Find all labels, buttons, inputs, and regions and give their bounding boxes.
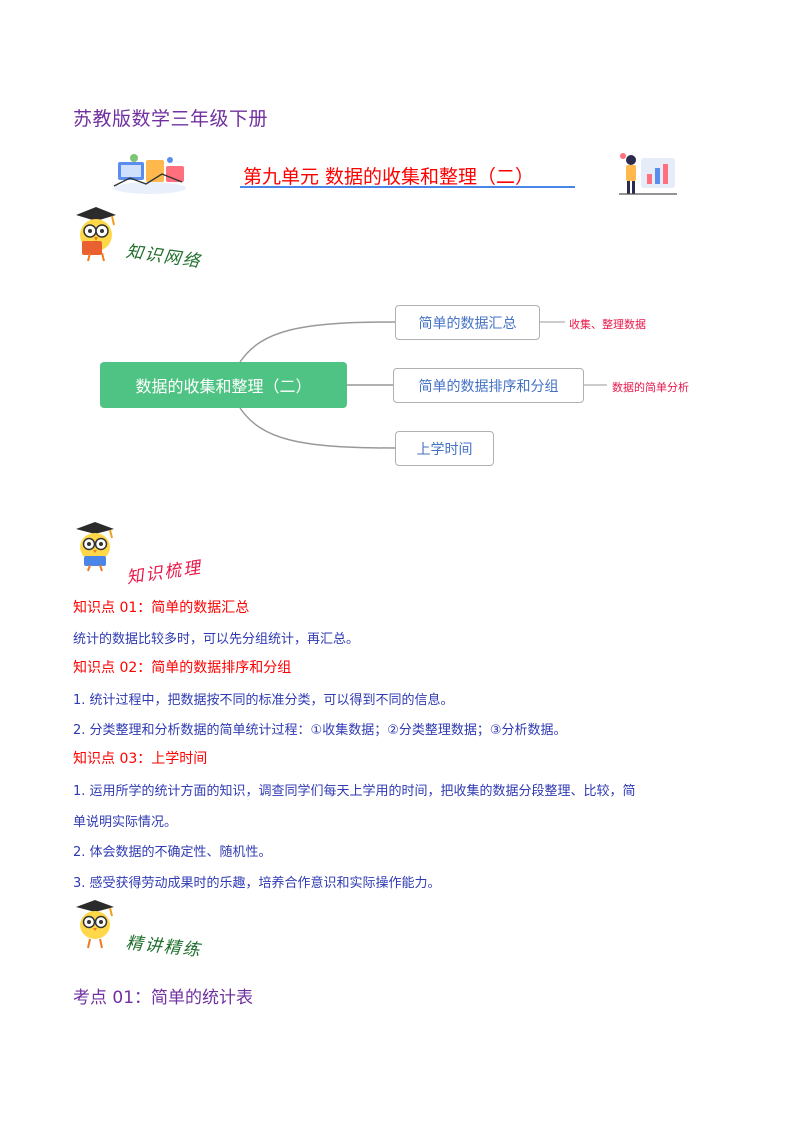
knowledge-point-text: 2. 体会数据的不确定性、随机性。	[73, 845, 272, 860]
mindmap-root-node: 数据的收集和整理（二）	[100, 362, 347, 408]
data-analyst-illustration-icon	[619, 153, 677, 195]
knowledge-point-text: 1. 统计过程中，把数据按不同的标准分类，可以得到不同的信息。	[73, 693, 454, 708]
knowledge-point-text: 统计的数据比较多时，可以先分组统计，再汇总。	[73, 632, 360, 647]
knowledge-point-heading-02: 知识点 02：简单的数据排序和分组	[73, 660, 292, 676]
banner-detailed-explanation: 精讲精练	[124, 933, 203, 961]
owl-mascot-icon	[76, 207, 116, 262]
mindmap-node-data-summary: 简单的数据汇总	[395, 305, 540, 340]
mindmap-node-school-time: 上学时间	[395, 431, 494, 466]
unit-title-underline	[240, 186, 575, 188]
mindmap-connectors	[239, 321, 607, 449]
knowledge-point-heading-03: 知识点 03：上学时间	[73, 751, 208, 767]
mindmap-note-simple-analysis: 数据的简单分析	[612, 381, 689, 394]
knowledge-point-text: 单说明实际情况。	[73, 815, 178, 830]
study-illustration-icon	[113, 154, 186, 194]
banner-knowledge-review: 知识梳理	[125, 557, 204, 589]
exam-point-heading: 考点 01：简单的统计表	[73, 988, 254, 1008]
owl-mascot-icon	[76, 522, 114, 572]
mindmap-note-collect-organize: 收集、整理数据	[569, 318, 646, 331]
knowledge-point-text: 3. 感受获得劳动成果时的乐趣，培养合作意识和实际操作能力。	[73, 876, 441, 891]
knowledge-point-text: 2. 分类整理和分析数据的简单统计过程：①收集数据；②分类整理数据；③分析数据。	[73, 723, 567, 738]
book-title: 苏教版数学三年级下册	[73, 108, 269, 130]
mindmap-node-sort-group: 简单的数据排序和分组	[393, 368, 584, 403]
knowledge-point-text: 1. 运用所学的统计方面的知识，调查同学们每天上学用的时间，把收集的数据分段整理…	[73, 784, 636, 799]
knowledge-point-heading-01: 知识点 01：简单的数据汇总	[73, 600, 250, 616]
owl-mascot-icon	[76, 900, 114, 949]
unit-title: 第九单元 数据的收集和整理（二）	[243, 166, 535, 188]
